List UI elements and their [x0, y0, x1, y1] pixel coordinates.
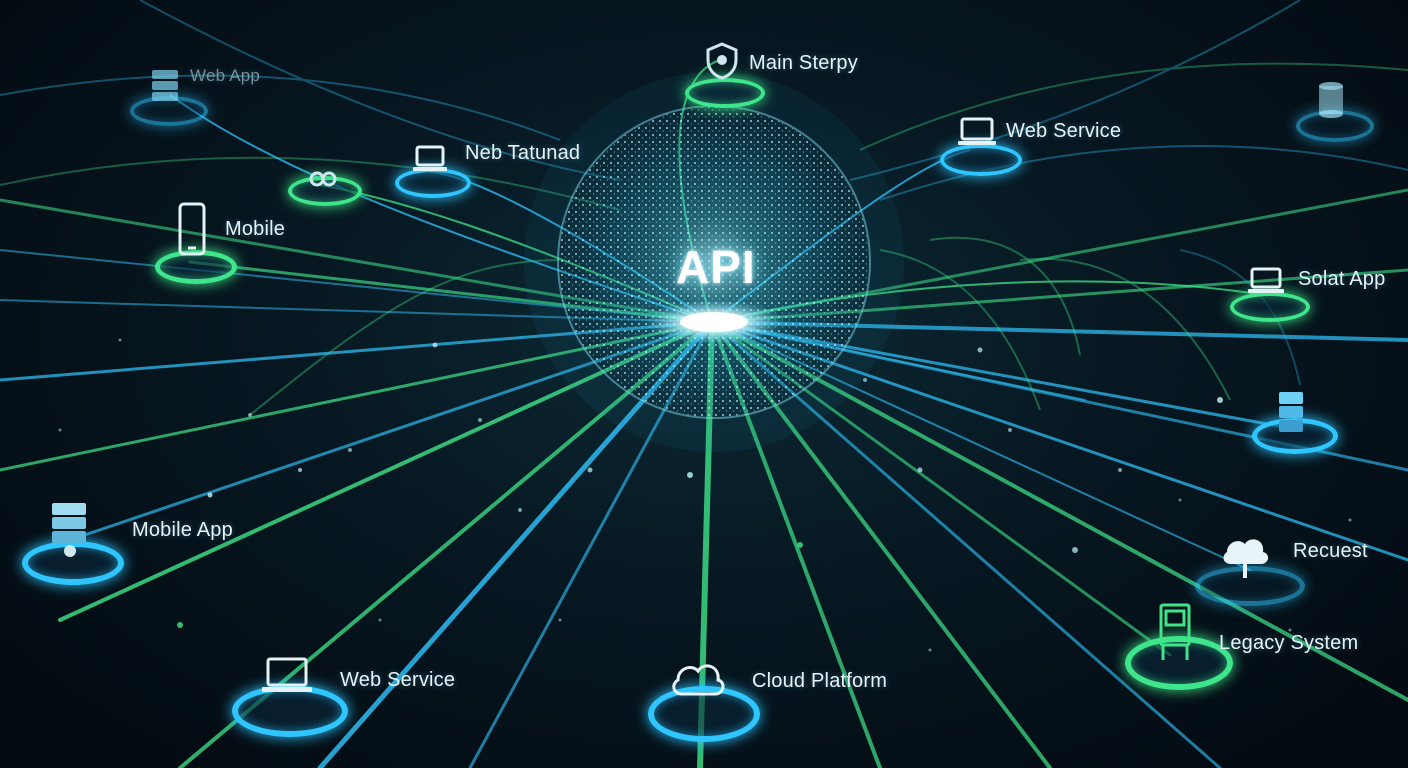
server-icon — [152, 70, 178, 101]
laptop-icon — [1248, 267, 1284, 293]
arcade-icon — [1159, 603, 1191, 660]
node-ring — [288, 176, 362, 206]
node-mobile[interactable]: Mobile — [155, 200, 305, 284]
server-stack-icon — [1279, 392, 1303, 432]
link-icon — [309, 171, 337, 187]
server-icon — [52, 503, 86, 557]
node-database-topright[interactable] — [1296, 78, 1376, 144]
database-icon — [1319, 82, 1343, 118]
particles — [58, 338, 1352, 652]
node-label: Cloud Platform — [752, 670, 888, 692]
node-label: Web Service — [340, 669, 456, 691]
node-label: Web Service — [1006, 120, 1122, 142]
node-web-service-top[interactable]: Web Service — [940, 112, 1140, 178]
node-main-sterpy[interactable]: Main Sterpy — [685, 40, 875, 110]
node-ring — [1230, 292, 1310, 322]
node-ring — [685, 78, 765, 108]
cloud-icon — [1223, 539, 1269, 578]
laptop-icon — [413, 145, 447, 171]
node-label: Recuest — [1293, 540, 1368, 562]
node-label: Solat App — [1298, 268, 1386, 290]
node-link-small[interactable] — [288, 162, 362, 206]
node-mobile-app[interactable]: Mobile App — [22, 495, 262, 590]
node-legacy-system[interactable]: Legacy System — [1125, 600, 1370, 695]
node-label: Mobile — [225, 218, 286, 240]
mobile-icon — [178, 202, 206, 256]
node-label: Web App — [190, 66, 261, 85]
background-links — [0, 0, 1408, 211]
node-solat-app[interactable]: Solat App — [1230, 262, 1400, 322]
node-web-app[interactable]: Web App — [130, 60, 300, 130]
node-cloud-platform[interactable]: Cloud Platform — [648, 650, 908, 742]
node-label: Legacy System — [1219, 632, 1359, 654]
laptop-icon — [958, 117, 996, 145]
cloud-icon — [672, 664, 725, 696]
api-sphere — [524, 72, 904, 452]
node-label: Main Sterpy — [749, 52, 858, 74]
node-label: Neb Tatunad — [465, 142, 581, 164]
node-ring — [22, 541, 124, 585]
node-web-service-bottom[interactable]: Web Service — [232, 655, 472, 737]
node-recuest[interactable]: Recuest — [1195, 528, 1395, 612]
shield-icon — [706, 42, 738, 80]
node-ring — [1195, 566, 1305, 606]
node-database-right[interactable] — [1252, 390, 1342, 460]
node-label: Mobile App — [132, 519, 233, 541]
node-neb-tatunad[interactable]: Neb Tatunad — [395, 138, 595, 198]
node-ring — [940, 144, 1022, 176]
api-hub-title: API — [676, 241, 756, 293]
laptop-icon — [262, 657, 312, 692]
